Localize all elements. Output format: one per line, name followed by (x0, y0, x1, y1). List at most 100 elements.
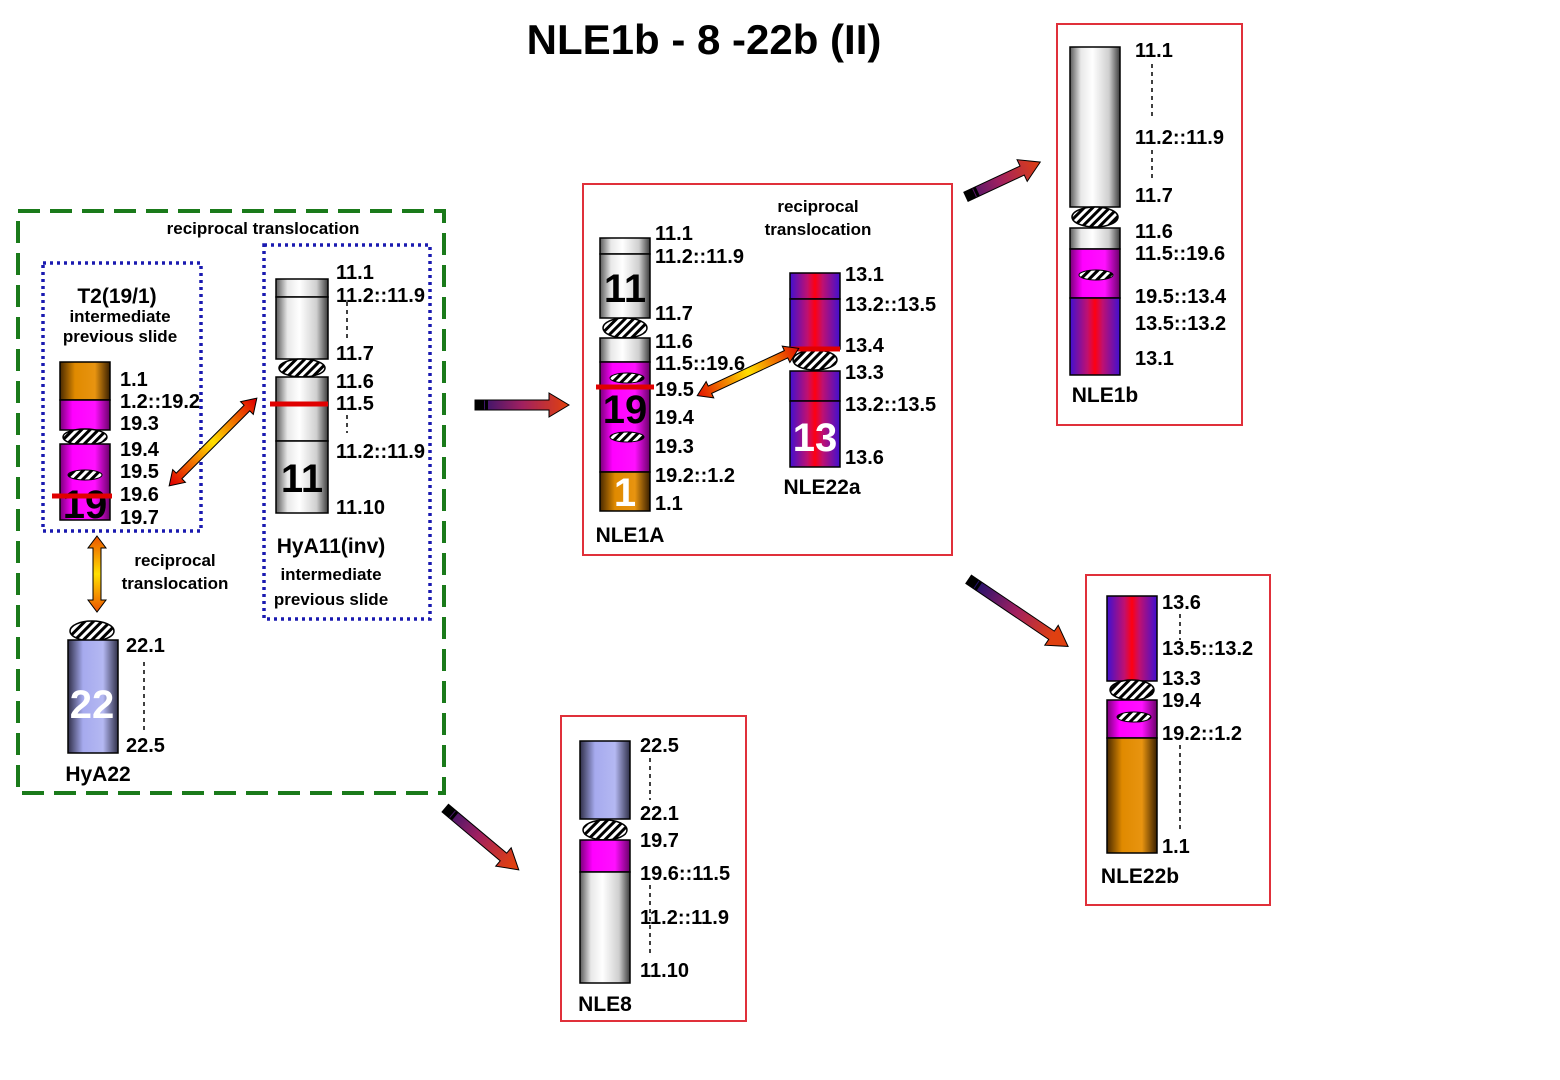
svg-text:22.5: 22.5 (126, 735, 165, 757)
note-previous-hya11: previous slide (274, 590, 388, 609)
band-labels-nle1a: 11.1 11.2::11.9 11.7 11.6 11.5::19.6 19.… (655, 223, 745, 515)
svg-text:11.7: 11.7 (655, 303, 693, 325)
chromosome-name-hya22: HyA22 (65, 763, 130, 786)
svg-text:22.1: 22.1 (640, 803, 679, 825)
svg-text:11.2::11.9: 11.2::11.9 (1135, 127, 1224, 149)
chromosome-nle22b (1106, 595, 1158, 854)
svg-text:11.6: 11.6 (655, 331, 693, 353)
svg-text:19.5: 19.5 (120, 461, 159, 483)
chromosome-name-nle1b: NLE1b (1072, 384, 1139, 407)
svg-text:13.1: 13.1 (1135, 348, 1174, 370)
svg-text:11.7: 11.7 (1135, 185, 1173, 207)
chromosome-name-hya11: HyA11(inv) (277, 535, 386, 558)
arrow-to-result-frame (474, 392, 570, 418)
svg-text:19.4: 19.4 (1162, 690, 1202, 712)
svg-text:22.1: 22.1 (126, 635, 165, 657)
svg-text:11.2::11.9: 11.2::11.9 (336, 441, 425, 463)
svg-text:11.5: 11.5 (336, 393, 374, 415)
svg-text:11.1: 11.1 (1135, 40, 1173, 62)
note-reciprocal-mid: reciprocal (777, 197, 858, 216)
arrow-to-nle8 (441, 803, 520, 871)
middle-result-frame (582, 183, 953, 556)
note-translocation-left: translocation (122, 574, 229, 593)
band-labels-nle22a: 13.1 13.2::13.5 13.4 13.3 13.2::13.5 13.… (845, 264, 936, 469)
reciprocal-arrow-t2-hya11 (168, 397, 258, 487)
hya11-frame (262, 243, 432, 621)
band-labels-nle8: 22.5 22.1 19.7 19.6::11.5 11.2::11.9 11.… (640, 735, 730, 982)
note-reciprocal-top: reciprocal translocation (167, 219, 360, 238)
chromosome-number-nle1a-19: 19 (603, 388, 648, 432)
nle1b-frame (1056, 23, 1243, 426)
svg-text:11.2::11.9: 11.2::11.9 (336, 285, 425, 307)
chromosome-t2: 19 (52, 361, 112, 527)
svg-text:11.10: 11.10 (336, 497, 385, 519)
diagram-title: NLE1b - 8 -22b (II) (527, 16, 882, 63)
band-labels-nle1b: 11.1 11.2::11.9 11.7 11.6 11.5::19.6 19.… (1135, 40, 1227, 370)
chromosome-hya11: 11 (270, 278, 329, 514)
svg-text:19.4: 19.4 (120, 439, 160, 461)
svg-text:19.7: 19.7 (120, 507, 159, 529)
note-reciprocal-left: reciprocal (134, 551, 215, 570)
svg-text:11.5::19.6: 11.5::19.6 (1135, 243, 1225, 265)
svg-text:11.1: 11.1 (336, 262, 374, 284)
chromosome-name-nle8: NLE8 (578, 993, 632, 1016)
svg-text:1.1: 1.1 (655, 493, 683, 515)
svg-text:11.6: 11.6 (336, 371, 374, 393)
svg-text:1.1: 1.1 (1162, 836, 1190, 858)
svg-text:22.5: 22.5 (640, 735, 679, 757)
t2-frame (41, 261, 203, 533)
band-labels-t2: 1.1 1.2::19.2 19.3 19.4 19.5 19.6 19.7 (120, 369, 200, 529)
band-labels-hya22: 22.1 22.5 (126, 635, 165, 757)
svg-text:19.6::11.5: 19.6::11.5 (640, 863, 730, 885)
band-labels-nle22b: 13.6 13.5::13.2 13.3 19.4 19.2::1.2 1.1 (1162, 592, 1253, 858)
svg-text:19.6: 19.6 (120, 484, 159, 506)
svg-text:11.5::19.6: 11.5::19.6 (655, 353, 745, 375)
svg-text:19.5: 19.5 (655, 379, 694, 401)
svg-text:13.5::13.2: 13.5::13.2 (1135, 313, 1226, 335)
chromosome-nle1b (1069, 46, 1121, 376)
svg-text:19.2::1.2: 19.2::1.2 (1162, 723, 1242, 745)
svg-text:11.10: 11.10 (640, 960, 689, 982)
note-translocation-mid: translocation (765, 220, 872, 239)
chromosome-number-t2: 19 (63, 483, 108, 527)
svg-text:13.4: 13.4 (845, 335, 885, 357)
chromosome-nle8 (579, 740, 631, 984)
reciprocal-arrow-t2-hya22 (87, 535, 107, 613)
chromosome-name-nle22a: NLE22a (783, 476, 860, 499)
svg-text:19.7: 19.7 (640, 830, 679, 852)
chromosome-name-nle1a: NLE1A (596, 524, 665, 547)
svg-text:19.2::1.2: 19.2::1.2 (655, 465, 735, 487)
chromosome-nle1a: 11 19 1 (596, 237, 654, 515)
svg-text:1.2::19.2: 1.2::19.2 (120, 391, 200, 413)
svg-text:19.5::13.4: 19.5::13.4 (1135, 286, 1227, 308)
chromosome-name-nle22b: NLE22b (1101, 865, 1179, 888)
svg-text:11.7: 11.7 (336, 343, 374, 365)
svg-text:13.1: 13.1 (845, 264, 884, 286)
svg-text:1.1: 1.1 (120, 369, 148, 391)
svg-text:13.3: 13.3 (1162, 668, 1201, 690)
chromosome-number-nle22a: 13 (793, 416, 838, 460)
note-intermediate-t2: intermediate (69, 307, 170, 326)
svg-text:13.2::13.5: 13.2::13.5 (845, 294, 936, 316)
svg-text:11.1: 11.1 (655, 223, 693, 245)
band-labels-hya11: 11.1 11.2::11.9 11.7 11.6 11.5 11.2::11.… (336, 262, 425, 519)
arrow-to-nle22b (965, 574, 1069, 647)
svg-text:11.6: 11.6 (1135, 221, 1173, 243)
nle22b-frame (1085, 574, 1271, 906)
note-previous-t2: previous slide (63, 327, 177, 346)
svg-text:13.5::13.2: 13.5::13.2 (1162, 638, 1253, 660)
svg-text:19.4: 19.4 (655, 407, 695, 429)
note-intermediate-hya11: intermediate (280, 565, 381, 584)
nle8-frame (560, 715, 747, 1022)
arrow-to-nle1b (963, 159, 1042, 202)
svg-text:13.2::13.5: 13.2::13.5 (845, 394, 936, 416)
svg-text:19.3: 19.3 (655, 436, 694, 458)
svg-text:11.2::11.9: 11.2::11.9 (655, 246, 744, 268)
svg-text:13.3: 13.3 (845, 362, 884, 384)
chromosome-number-hya22: 22 (70, 683, 115, 727)
chromosome-number-nle1a-1: 1 (614, 471, 636, 515)
reciprocal-arrow-nle1a-nle22a (696, 345, 800, 399)
chromosome-name-t2: T2(19/1) (77, 285, 156, 308)
chromosome-nle22a: 13 (784, 272, 841, 468)
